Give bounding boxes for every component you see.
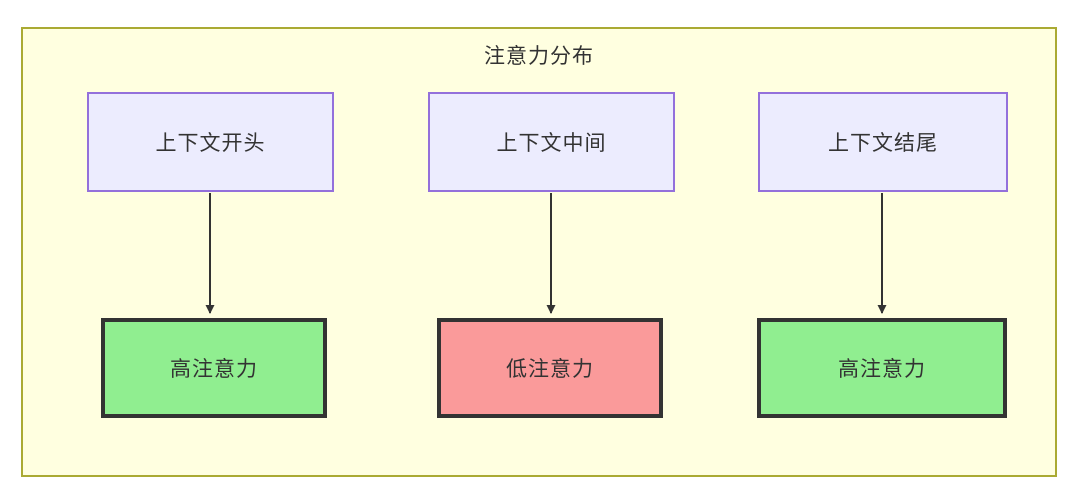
node-low-attention-middle[interactable]: 低注意力 [437,318,663,418]
node-context-end-label: 上下文结尾 [828,132,938,155]
node-high-attention-start-label: 高注意力 [170,358,258,381]
node-context-start-label: 上下文开头 [155,132,266,155]
node-context-middle[interactable]: 上下文中间 [428,92,675,192]
node-low-attention-middle-label: 低注意力 [506,358,594,381]
diagram-title: 注意力分布 [484,45,594,68]
node-high-attention-end[interactable]: 高注意力 [757,318,1007,418]
node-high-attention-start[interactable]: 高注意力 [101,318,327,418]
node-context-start[interactable]: 上下文开头 [87,92,334,192]
node-context-end[interactable]: 上下文结尾 [758,92,1008,192]
node-context-middle-label: 上下文中间 [496,132,607,155]
node-high-attention-end-label: 高注意力 [838,358,926,381]
